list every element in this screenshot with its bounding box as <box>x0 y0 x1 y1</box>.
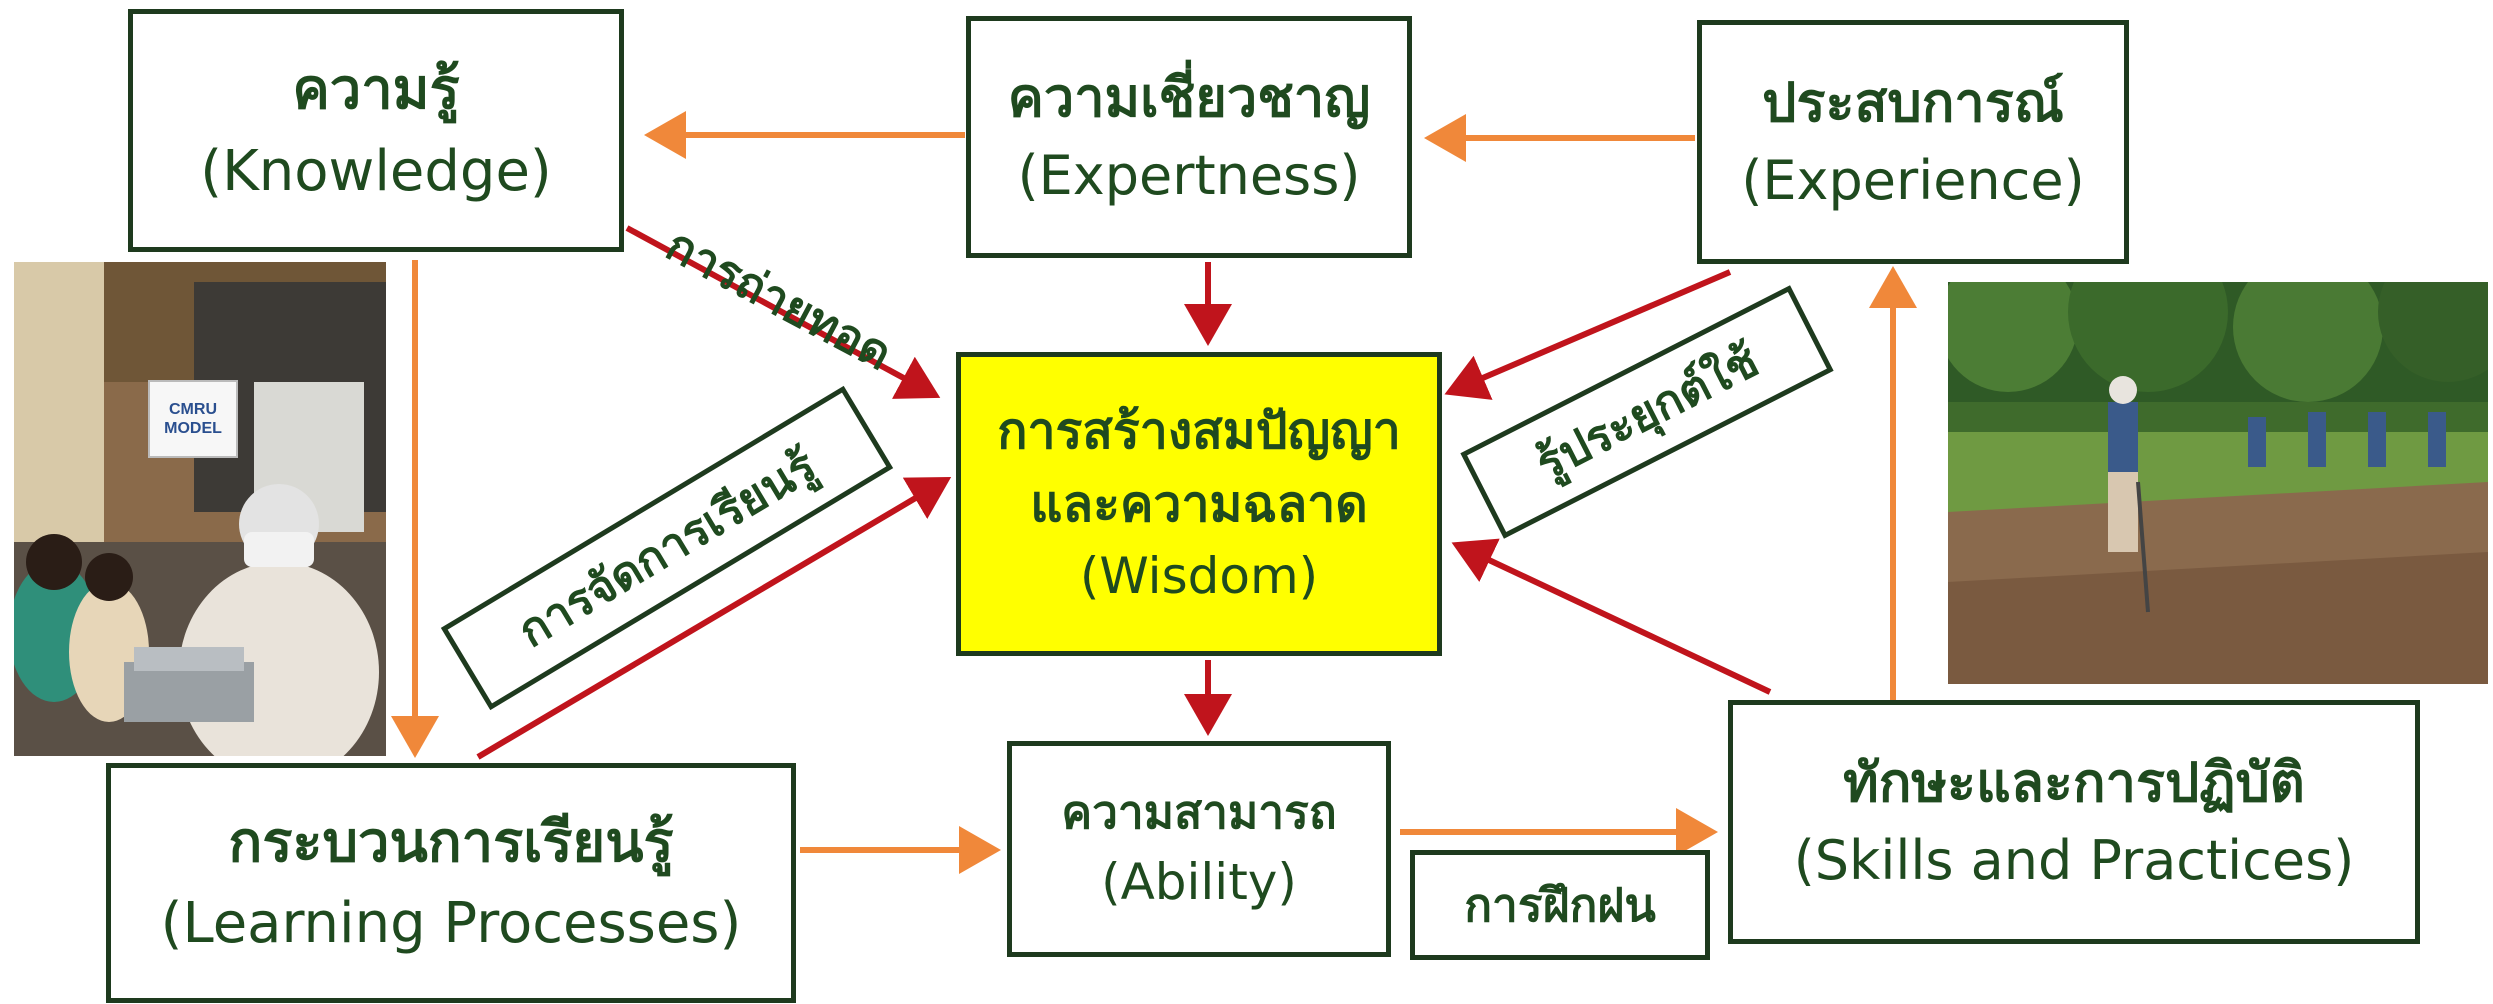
cmru-sign-line1: CMRU <box>169 400 217 418</box>
skills-box: ทักษะและการปฏิบัติ (Skills and Practices… <box>1728 700 2420 944</box>
learning-box: กระบวนการเรียนรู้ (Learning Processes) <box>106 763 796 1003</box>
experience-box: ประสบการณ์ (Experience) <box>1697 20 2129 264</box>
wisdom-english-label: (Wisdom) <box>1079 547 1319 606</box>
wisdom-thai-line2: และความฉลาด <box>1030 474 1368 533</box>
knowledge-box: ความรู้ (Knowledge) <box>128 9 624 252</box>
wisdom-box: การสร้างสมปัญญา และความฉลาด (Wisdom) <box>956 352 1442 656</box>
skills-english-label: (Skills and Practices) <box>1793 829 2355 892</box>
experience-english-label: (Experience) <box>1741 149 2085 212</box>
ability-thai-label: ความสามารถ <box>1061 785 1337 840</box>
wisdom-thai-line1: การสร้างสมปัญญา <box>997 402 1401 461</box>
experience-thai-label: ประสบการณ์ <box>1762 70 2064 134</box>
cooking-class-photo: CMRU MODEL <box>14 262 386 756</box>
practice-tag: การฝึกฝน <box>1410 850 1710 960</box>
knowledge-english-label: (Knowledge) <box>200 138 552 204</box>
arrow-experience-to-wisdom <box>1444 269 1732 400</box>
expertness-thai-label: ความเชี่ยวชาญ <box>1007 65 1371 129</box>
knowledge-thai-label: ความรู้ <box>292 57 460 123</box>
field-work-photo <box>1948 282 2488 684</box>
expertness-english-label: (Expertness) <box>1017 144 1361 207</box>
cmru-sign-line2: MODEL <box>164 420 222 437</box>
ability-box: ความสามารถ (Ability) <box>1007 741 1391 957</box>
learning-english-label: (Learning Processes) <box>160 891 742 956</box>
arrow-skills-to-wisdom <box>1451 538 1772 695</box>
ability-english-label: (Ability) <box>1101 853 1297 912</box>
arrow-learning-to-wisdom <box>476 476 952 760</box>
arrow-knowledge-to-wisdom <box>625 225 941 399</box>
skills-thai-label: ทักษะและการปฏิบัติ <box>1843 750 2305 814</box>
learning-thai-label: กระบวนการเรียนรู้ <box>228 809 674 875</box>
cmru-sign: CMRU MODEL <box>148 380 238 458</box>
expertness-box: ความเชี่ยวชาญ (Expertness) <box>966 16 1412 258</box>
